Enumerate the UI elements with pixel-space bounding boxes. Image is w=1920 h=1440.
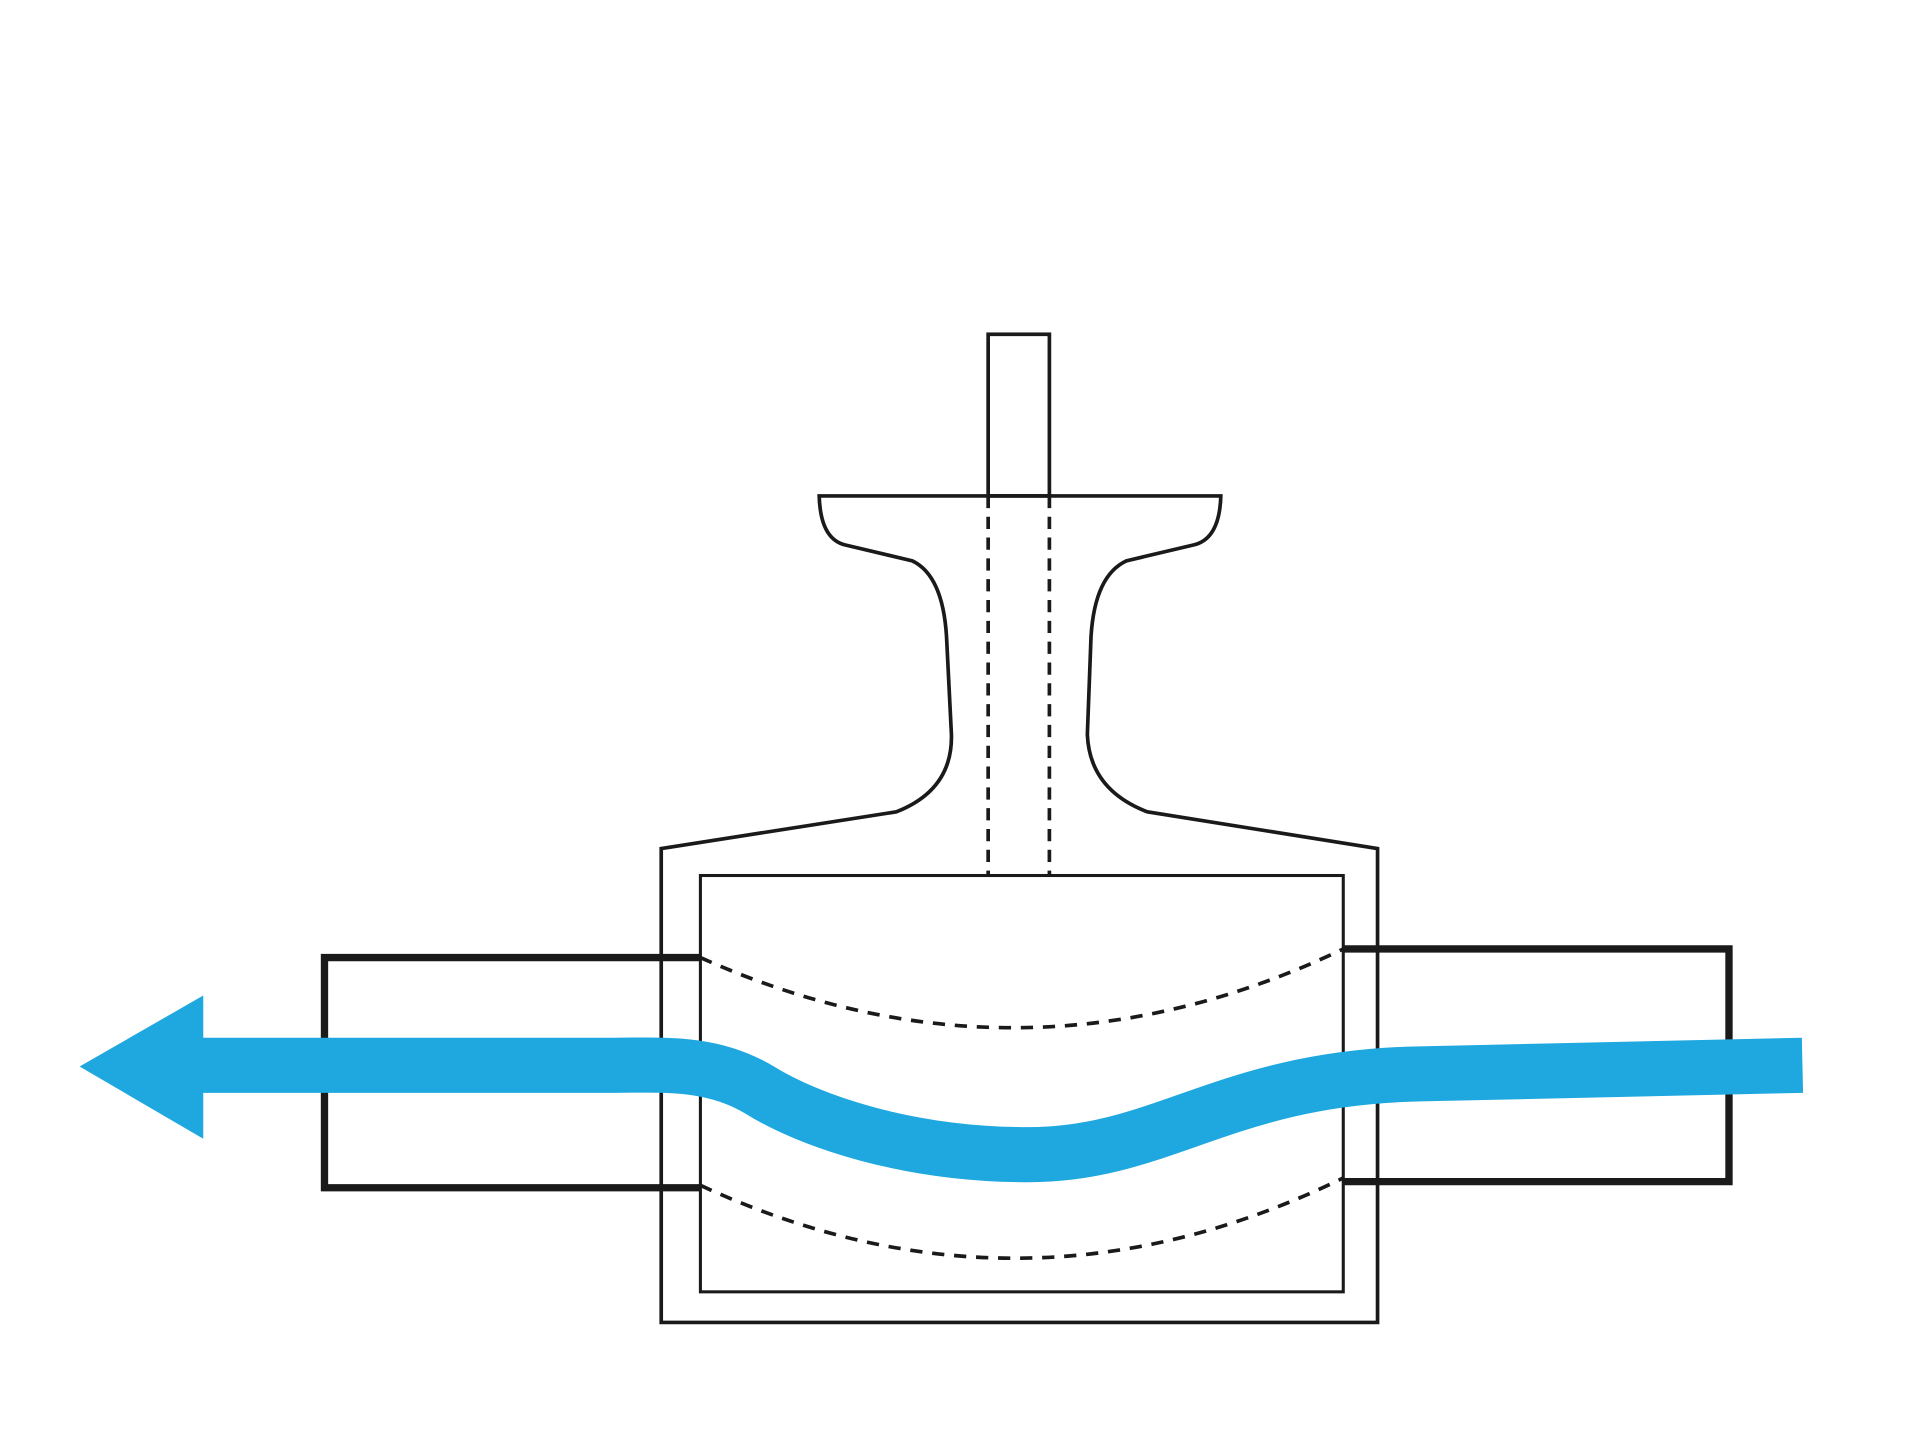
valve-bonnet-outline (659, 494, 1380, 1325)
arrow-head-icon (79, 995, 204, 1139)
diaphragm-upper-dashed (699, 947, 1345, 1030)
flow-path (195, 1037, 1804, 1183)
valve-stem (986, 332, 1052, 498)
diaphragm-lower-dashed (699, 1176, 1345, 1261)
flow-arrow (79, 995, 1804, 1183)
